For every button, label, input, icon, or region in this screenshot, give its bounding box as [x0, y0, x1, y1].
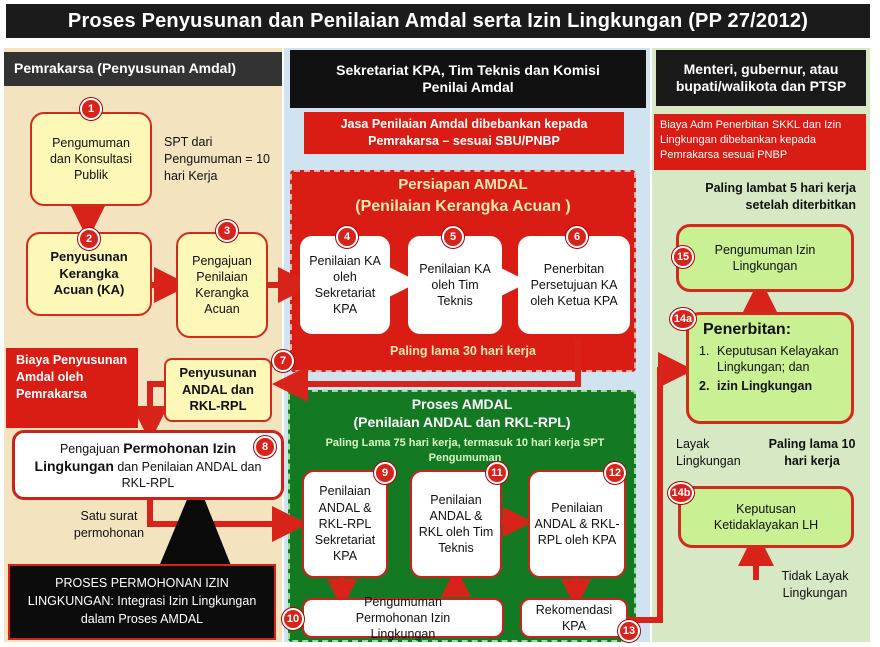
biaya-penyusunan-note: Biaya Penyusunan Amdal oleh Pemrakarsa — [6, 348, 138, 428]
step-5-number: 5 — [442, 226, 464, 248]
step-3-box: Pengajuan Penilaian Kerangka Acuan — [176, 232, 268, 338]
step-8-number: 8 — [254, 436, 276, 458]
step-6-label: Penerbitan Persetujuan KA oleh Ketua KPA — [530, 261, 618, 309]
step-14a-number: 14a — [670, 308, 696, 330]
step-2-number: 2 — [78, 228, 100, 250]
step-14a-box: Penerbitan: 1.Keputusan Kelayakan Lingku… — [686, 312, 854, 424]
tidak-layak-note: Tidak Layak Lingkungan — [781, 569, 849, 600]
step-1-number: 1 — [80, 98, 102, 120]
biaya-adm-note: Biaya Adm Penerbitan SKKL dan Izin Lingk… — [654, 114, 866, 170]
column-header-menteri: Menteri, gubernur, atau bupati/walikota … — [656, 50, 866, 106]
step-8-box: Pengajuan Permohonan Izin Lingkungan dan… — [12, 430, 284, 500]
step-4-box: Penilaian KA oleh Sekretariat KPA — [300, 236, 390, 334]
pointer-triangle — [150, 478, 240, 588]
step-7-label: Penyusunan ANDAL dan RKL-RPL — [179, 364, 257, 414]
step-3-number: 3 — [216, 220, 238, 242]
satu-surat-note: Satu surat permohonan — [73, 509, 145, 540]
step-7-box: Penyusunan ANDAL dan RKL-RPL — [164, 358, 272, 422]
step-15-box: Pengumuman Izin Lingkungan — [676, 224, 854, 292]
step-3-label: Pengajuan Penilaian Kerangka Acuan — [192, 253, 252, 317]
step-5-box: Penilaian KA oleh Tim Teknis — [408, 236, 502, 334]
step-14b-number: 14b — [668, 482, 694, 504]
step-1-box: Pengumuman dan Konsultasi Publik — [30, 112, 152, 206]
step-8-label: Pengajuan Permohonan Izin Lingkungan dan… — [34, 439, 262, 491]
step-9-box: Penilaian ANDAL & RKL-RPL Sekretariat KP… — [302, 470, 388, 578]
step-10-box: Pengumuman Permohonan Izin Lingkungan — [302, 595, 504, 641]
step-13-box: Rekomendasi KPA — [520, 598, 628, 638]
proses-permohonan-box: PROSES PERMOHONAN IZIN LINGKUNGAN: Integ… — [8, 564, 276, 640]
page-title: Proses Penyusunan dan Penilaian Amdal se… — [6, 4, 870, 38]
step-14b-box: Keputusan Ketidaklayakan LH — [678, 486, 854, 548]
proses-amdal-subtitle: (Penilaian ANDAL dan RKL-RPL) — [353, 414, 571, 430]
step-14a-item1: 1.Keputusan Kelayakan Lingkungan; dan — [699, 344, 839, 375]
proses-amdal-note: Paling Lama 75 hari kerja, termasuk 10 h… — [325, 437, 605, 465]
column-header-pemrakarsa: Pemrakarsa (Penyusunan Amdal) — [4, 52, 282, 86]
paling-lambat-note: Paling lambat 5 hari kerja setelah diter… — [705, 181, 856, 212]
step-7-number: 7 — [272, 350, 294, 372]
layak-note: Layak Lingkungan — [676, 437, 741, 468]
step-6-box: Penerbitan Persetujuan KA oleh Ketua KPA — [518, 236, 630, 334]
step-14b-label: Keputusan Ketidaklayakan LH — [713, 501, 819, 532]
step-13-number: 13 — [618, 620, 640, 642]
step-11-box: Penilaian ANDAL & RKL oleh Tim Teknis — [410, 470, 502, 578]
step-12-box: Penilaian ANDAL & RKL-RPL oleh KPA — [528, 470, 626, 578]
step-5-label: Penilaian KA oleh Tim Teknis — [419, 261, 491, 309]
step-12-number: 12 — [604, 462, 626, 484]
step-9-number: 9 — [374, 462, 396, 484]
step-1-label: Pengumuman dan Konsultasi Publik — [49, 135, 132, 183]
proses-amdal-title: Proses AMDAL — [411, 396, 513, 412]
step-14a-item2: 2.izin Lingkungan — [699, 378, 813, 393]
persiapan-amdal-subtitle: (Penilaian Kerangka Acuan ) — [355, 198, 571, 215]
step-13-label: Rekomendasi KPA — [535, 602, 613, 633]
paling-lama-10-note: Paling lama 10 hari kerja — [768, 437, 856, 468]
step-12-label: Penilaian ANDAL & RKL-RPL oleh KPA — [534, 500, 620, 548]
step-10-label: Pengumuman Permohonan Izin Lingkungan — [355, 594, 451, 642]
step-4-number: 4 — [336, 226, 358, 248]
column-header-sekretariat: Sekretariat KPA, Tim Teknis dan Komisi P… — [290, 50, 646, 108]
step-15-label: Pengumuman Izin Lingkungan — [714, 242, 816, 273]
step-14a-title: Penerbitan: — [703, 321, 792, 338]
persiapan-footer: Paling lama 30 hari kerja — [390, 344, 536, 358]
jasa-penilaian-note: Jasa Penilaian Amdal dibebankan kepada P… — [304, 112, 624, 154]
step-11-number: 11 — [486, 462, 508, 484]
step-15-number: 15 — [672, 246, 694, 268]
step-4-label: Penilaian KA oleh Sekretariat KPA — [309, 253, 381, 317]
persiapan-amdal-title: Persiapan AMDAL — [398, 176, 528, 193]
step-9-label: Penilaian ANDAL & RKL-RPL Sekretariat KP… — [314, 484, 376, 564]
step-2-label: Penyusunan Kerangka Acuan (KA) — [50, 248, 128, 298]
step-6-number: 6 — [566, 226, 588, 248]
step-11-label: Penilaian ANDAL & RKL oleh Tim Teknis — [418, 492, 494, 556]
step-10-number: 10 — [282, 608, 304, 630]
spt-note: SPT dari Pengumuman = 10 hari Kerja — [164, 135, 270, 183]
